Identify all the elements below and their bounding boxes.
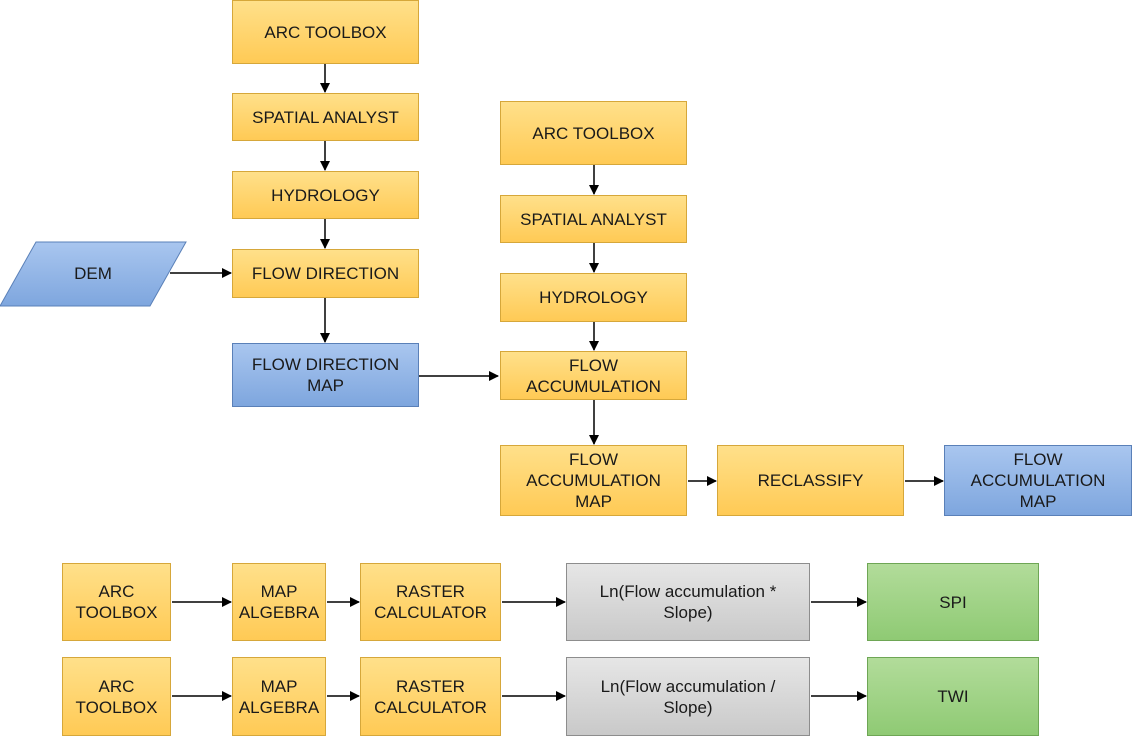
twi-raster-calculator-node: RASTER CALCULATOR (360, 657, 501, 736)
spi-formula-node: Ln(Flow accumulation * Slope) (566, 563, 810, 641)
spi-result-node: SPI (867, 563, 1039, 641)
flow-direction-node: FLOW DIRECTION (232, 249, 419, 298)
spi-raster-calculator-node: RASTER CALCULATOR (360, 563, 501, 641)
spi-arc-toolbox-node: ARC TOOLBOX (62, 563, 171, 641)
spatial-analyst-node-2: SPATIAL ANALYST (500, 195, 687, 243)
twi-result-node: TWI (867, 657, 1039, 736)
reclassify-node: RECLASSIFY (717, 445, 904, 516)
twi-arc-toolbox-node: ARC TOOLBOX (62, 657, 171, 736)
twi-map-algebra-node: MAP ALGEBRA (232, 657, 326, 736)
flow-accumulation-map-node-2: FLOW ACCUMULATION MAP (944, 445, 1132, 516)
flow-direction-map-node: FLOW DIRECTION MAP (232, 343, 419, 407)
spatial-analyst-node-1: SPATIAL ANALYST (232, 93, 419, 141)
twi-formula-node: Ln(Flow accumulation / Slope) (566, 657, 810, 736)
spi-map-algebra-node: MAP ALGEBRA (232, 563, 326, 641)
arc-toolbox-node-2: ARC TOOLBOX (500, 101, 687, 165)
flow-accumulation-map-node-1: FLOW ACCUMULATION MAP (500, 445, 687, 516)
dem-input-shape (0, 241, 187, 307)
hydrology-node-1: HYDROLOGY (232, 171, 419, 219)
dem-input-label: DEM (74, 264, 112, 283)
flow-accumulation-node: FLOW ACCUMULATION (500, 351, 687, 400)
hydrology-node-2: HYDROLOGY (500, 273, 687, 322)
arc-toolbox-node-1: ARC TOOLBOX (232, 0, 419, 64)
